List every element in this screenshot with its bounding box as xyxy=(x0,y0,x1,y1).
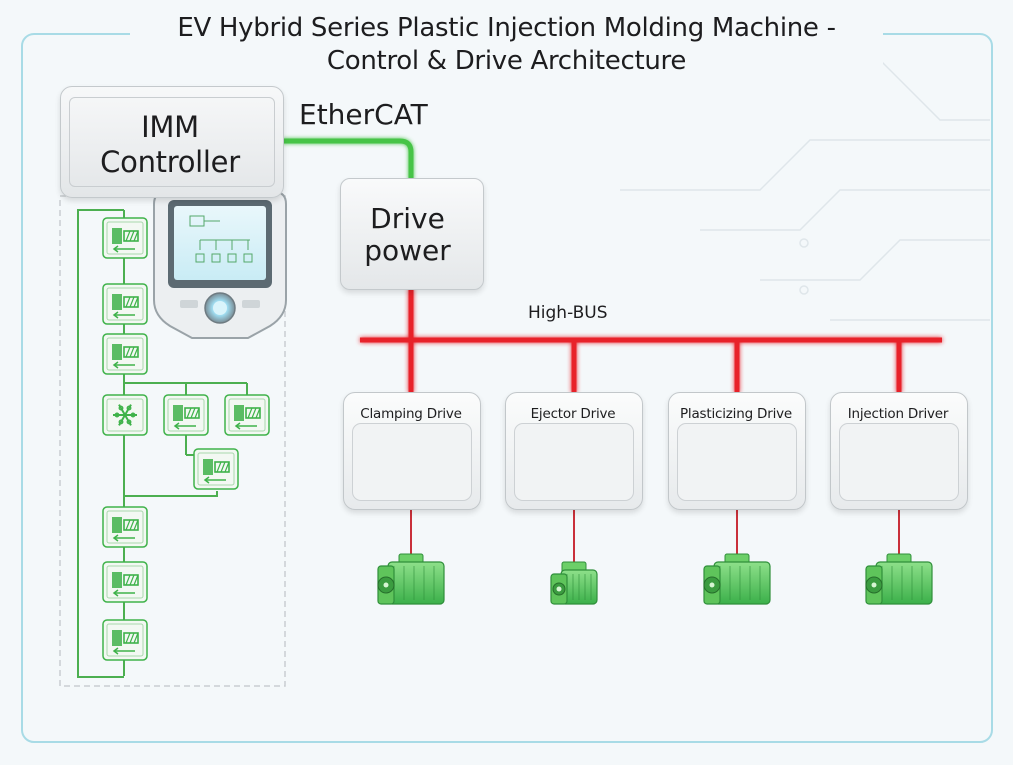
title-line-2: Control & Drive Architecture xyxy=(326,46,687,76)
high-bus-lines xyxy=(360,288,942,393)
ejector-drive-label: Ejector Drive xyxy=(530,406,616,422)
high-bus-label: High-BUS xyxy=(528,303,608,323)
background-circuit-traces xyxy=(620,59,990,321)
motor-cables xyxy=(410,508,900,570)
mold-open-icon xyxy=(102,506,148,548)
drive-power-line-1: Drive xyxy=(370,202,445,235)
ejector-back-icon xyxy=(102,619,148,661)
controller-label-line-1: IMM xyxy=(141,110,199,144)
drive-power-label: Drive power xyxy=(345,203,470,267)
drive-power-box xyxy=(340,178,484,290)
injection-driver-label: Injection Driver xyxy=(847,406,949,422)
clamping-drive-label: Clamping Drive xyxy=(360,406,462,422)
injection-driver-card xyxy=(830,392,968,510)
sequence-icon-group xyxy=(102,217,270,661)
screw-retract-icon xyxy=(224,394,270,436)
plasticizing-motor-icon xyxy=(703,553,771,605)
controller-label-line-2: Controller xyxy=(100,145,240,179)
drive-power-line-2: power xyxy=(364,234,451,267)
imm-controller-label: IMM Controller xyxy=(86,110,254,180)
mold-clamp-icon xyxy=(102,217,148,259)
clamping-drive-card xyxy=(343,392,481,510)
screw-back-icon xyxy=(102,333,148,375)
ethercat-line xyxy=(282,138,414,180)
diagram-title: EV Hybrid Series Plastic Injection Moldi… xyxy=(130,12,883,78)
ethercat-label: EtherCAT xyxy=(299,98,428,131)
title-line-1: EV Hybrid Series Plastic Injection Moldi… xyxy=(177,13,836,43)
hmi-pendant xyxy=(153,186,287,339)
nozzle-back-icon xyxy=(193,448,239,490)
ejector-drive-card xyxy=(505,392,643,510)
injection-unit-forward-icon xyxy=(102,283,148,325)
imm-controller-box xyxy=(60,86,284,198)
clamping-motor-icon xyxy=(377,553,445,605)
screw-rotate-icon xyxy=(163,394,209,436)
cooling-snowflake-icon xyxy=(102,394,148,436)
plasticizing-drive-label: Plasticizing Drive xyxy=(679,406,793,422)
injection-motor-icon xyxy=(865,553,933,605)
ejector-forward-icon xyxy=(102,561,148,603)
ejector-motor-icon xyxy=(550,561,598,605)
plasticizing-drive-card xyxy=(668,392,806,510)
hmi-screen xyxy=(174,206,266,280)
